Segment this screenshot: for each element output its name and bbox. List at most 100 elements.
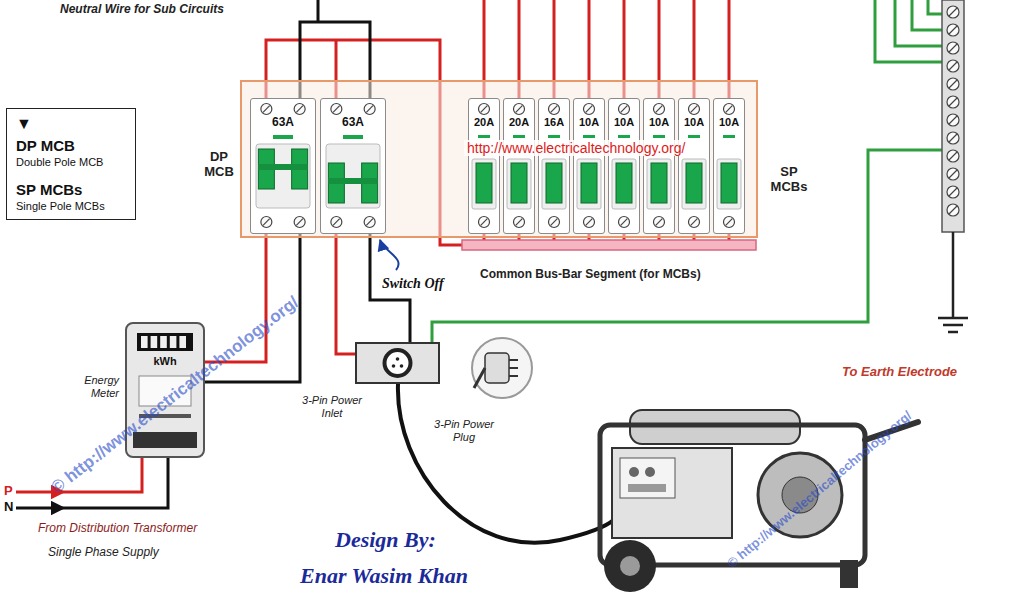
terminal-screw	[294, 104, 305, 115]
toggle-bar	[258, 164, 307, 170]
status-indicator	[653, 135, 665, 138]
legend-box: ▼DP MCBDouble Pole MCBSP MCBsSingle Pole…	[6, 108, 136, 220]
terminal-screw	[479, 104, 490, 115]
wire	[336, 234, 355, 354]
breaker-housing	[507, 159, 531, 209]
status-indicator	[618, 135, 630, 138]
rating-label: 10A	[719, 116, 739, 129]
terminal-screw	[333, 219, 340, 226]
meter-display	[137, 333, 193, 351]
watermark: © http://www.electricaltechnology.org/	[48, 292, 303, 497]
node-text: SP MCBs	[16, 181, 126, 199]
generator-illustration	[645, 467, 655, 477]
terminal-screw	[364, 217, 375, 228]
rating-label: 63A	[342, 116, 364, 129]
terminal-screw	[586, 106, 593, 113]
terminal-screw	[481, 106, 488, 113]
breaker-label: DP MCB	[200, 150, 238, 180]
rating-label: 16A	[544, 116, 564, 129]
generator-illustration	[629, 467, 639, 477]
credit: Design By:	[335, 527, 436, 552]
sp-mcb: 10A	[608, 98, 640, 234]
sp-mcb: 10A	[643, 98, 675, 234]
meter-digit-cell	[170, 336, 177, 348]
toggle-bar	[328, 178, 377, 184]
terminal-screw	[481, 219, 488, 226]
status-indicator	[583, 135, 595, 138]
breaker-housing	[542, 159, 566, 209]
node-text: kWh	[153, 355, 176, 368]
earth-label: To Earth Electrode	[842, 365, 957, 380]
terminal-screw	[331, 104, 342, 115]
terminal-screw	[263, 106, 270, 113]
sp-mcb: 10A	[573, 98, 605, 234]
inlet-socket	[385, 350, 411, 376]
earth-bar	[942, 0, 964, 232]
terminal-screw	[333, 106, 340, 113]
terminal-screw	[654, 217, 665, 228]
terminal-screw	[656, 106, 663, 113]
node-text: Energy Meter	[67, 374, 119, 400]
plug-label: 3-Pin Power Plug	[428, 418, 500, 443]
inlet-drawing	[357, 344, 438, 382]
rating-label: 10A	[614, 116, 634, 129]
earth-bar	[942, 0, 964, 232]
generator-illustration	[620, 556, 640, 576]
breaker-toggle	[581, 163, 597, 203]
busbar-label: Common Bus-Bar Segment (for MCBs)	[480, 268, 701, 282]
callout: Switch Off	[382, 276, 444, 292]
terminal-screw	[551, 106, 558, 113]
status-indicator	[273, 135, 293, 139]
breaker-toggle	[511, 163, 527, 203]
status-indicator	[548, 135, 560, 138]
breaker-toggle	[721, 163, 737, 203]
plug-illustration	[472, 338, 532, 398]
terminal-screw	[584, 217, 595, 228]
earth-wire	[875, 0, 942, 62]
node-text: 3-Pin Power Inlet	[298, 394, 366, 420]
node-text: ▼	[16, 115, 126, 133]
terminal-screw	[296, 219, 303, 226]
neutral-label: N	[4, 500, 13, 515]
breaker-toggle	[476, 163, 492, 203]
terminal-screw	[551, 219, 558, 226]
inlet-pin	[396, 357, 400, 361]
terminal-screw	[691, 219, 698, 226]
terminal-screw	[514, 104, 525, 115]
meter-digit-cell	[179, 336, 186, 348]
terminal-screw	[516, 106, 523, 113]
breaker-housing	[577, 159, 601, 209]
earth-wire	[432, 150, 942, 342]
meter-digit-cell	[141, 336, 148, 348]
meter-digit-cell	[160, 336, 167, 348]
supply-note: Single Phase Supply	[48, 546, 159, 560]
terminal-screw	[689, 104, 700, 115]
plug-illustration	[472, 338, 532, 398]
breaker-housing	[326, 144, 380, 208]
breaker-label: SP MCBs	[766, 165, 812, 195]
terminal-screw	[621, 106, 628, 113]
terminal-screw	[619, 104, 630, 115]
rating-label: 10A	[649, 116, 669, 129]
terminal-screw	[656, 219, 663, 226]
terminal-screw	[261, 104, 272, 115]
sp-mcb: 20A	[468, 98, 500, 234]
terminal-screw	[621, 219, 628, 226]
plug-illustration	[485, 353, 509, 383]
meter-terminal-block	[133, 432, 197, 448]
rating-label: 20A	[474, 116, 494, 129]
earth-bar-screw	[947, 6, 959, 216]
status-indicator	[478, 135, 490, 138]
terminal-screw	[479, 217, 490, 228]
terminal-screw	[516, 219, 523, 226]
busbar	[462, 240, 756, 250]
earth-bar-screw	[949, 8, 957, 214]
terminal-screw	[691, 106, 698, 113]
node-text: http://www.electricaltechnology.org/	[464, 140, 688, 156]
inlet-pin	[400, 364, 404, 368]
node-text: Double Pole MCB	[16, 155, 126, 169]
watermark: © http://www.electricaltechnology.org/	[725, 409, 915, 572]
